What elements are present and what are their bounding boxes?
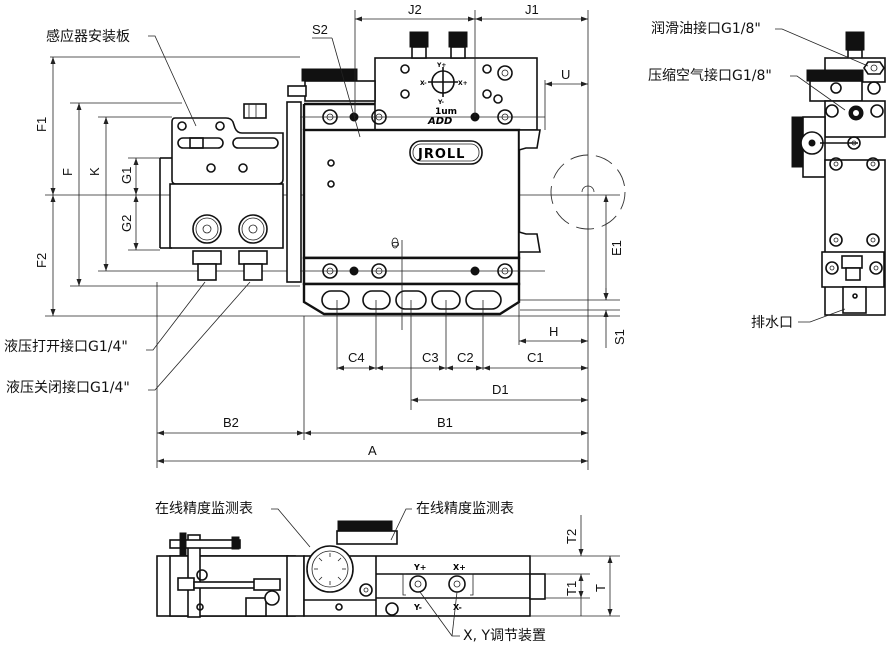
mark-y-plus: Y+: [436, 62, 446, 69]
callout-xy-adjust: X, Y调节装置: [463, 628, 546, 644]
lube-fitting-icon: [863, 61, 885, 75]
plate-slot: [232, 137, 279, 149]
mark-x-minus: X-: [420, 80, 427, 87]
label-a: A: [368, 443, 377, 458]
label-f1: F1: [34, 117, 49, 132]
fitting: [243, 103, 267, 119]
label-k: K: [87, 167, 102, 176]
leader-lube-port: [775, 28, 869, 67]
label-j1: J1: [525, 2, 539, 17]
label-f: F: [60, 168, 75, 176]
label-b1: B1: [437, 415, 453, 430]
label-f2: F2: [34, 253, 49, 268]
front-view: F1 F K G1 G2 F2: [4, 2, 627, 470]
label-h: H: [549, 324, 558, 339]
label-t2: T2: [564, 529, 579, 544]
callout-hyd-open: 液压打开接口G1/4": [4, 338, 128, 355]
mark-x-plus: X+: [458, 80, 468, 87]
leader-air-port: [790, 75, 846, 111]
plate-screw: [238, 163, 248, 173]
mark-adj: ADD: [427, 116, 452, 127]
drain-outlet: [842, 286, 867, 314]
callout-hyd-close: 液压关闭接口G1/4": [6, 379, 130, 396]
top-view: Y+ X+ Y- X- T2 T1 T 在线精度监测表 在线精度监测表 X, Y…: [155, 501, 620, 644]
label-d1: D1: [492, 382, 509, 397]
mark-unit: 1um: [435, 107, 457, 117]
leader-xy-adjust-x: [451, 591, 458, 637]
hyd-close-fitting: [238, 250, 268, 265]
side-view: 排水口 润滑油接口G1/8" 压缩空气接口G1/8": [648, 20, 886, 331]
leader-hyd-open: [146, 281, 206, 351]
leader-gauge-right: [390, 508, 412, 541]
hex-icon: [202, 224, 212, 234]
side-clamp: [518, 230, 541, 253]
mount-slot: [362, 290, 391, 310]
brand-badge: [409, 140, 483, 165]
label-e1: E1: [609, 240, 624, 256]
top-gauge-body: [337, 520, 393, 532]
leader-sensor-plate: [148, 35, 197, 127]
label-g2: G2: [119, 215, 134, 232]
hyd-open-fitting: [192, 250, 222, 265]
dial-ticks: [314, 553, 346, 585]
brand-logo: JROLL: [417, 147, 465, 162]
side-clamp: [518, 129, 541, 152]
plate-hole: [177, 121, 187, 131]
mount-slot: [321, 290, 350, 310]
hydraulic-block: [169, 183, 284, 249]
dial-gauge-icon: [306, 545, 354, 593]
label-c3: C3: [422, 350, 439, 365]
leader-hyd-close: [148, 281, 251, 391]
label-c4: C4: [348, 350, 365, 365]
label-g1: G1: [119, 167, 134, 184]
label-t: T: [593, 584, 608, 592]
callout-lube-port: 润滑油接口G1/8": [651, 20, 761, 37]
mark-top-y-minus: Y-: [413, 603, 422, 612]
callout-drain: 排水口: [751, 315, 793, 331]
gauge-knob: [448, 31, 468, 48]
leader-s2: [331, 37, 361, 138]
y-adjust-screw[interactable]: [409, 575, 427, 593]
mark-y-minus: Y-: [437, 99, 444, 106]
hex-icon: [248, 224, 258, 234]
mount-slot: [465, 290, 502, 310]
mark-top-x-plus: X+: [453, 563, 466, 572]
side-rail: [286, 101, 302, 283]
label-origin: 0: [391, 241, 402, 247]
top-block: [374, 57, 538, 131]
hyd-close-cap: [238, 214, 268, 244]
callout-air-port: 压缩空气接口G1/8": [648, 67, 772, 84]
label-c1: C1: [527, 350, 544, 365]
label-c2: C2: [457, 350, 474, 365]
label-j2: J2: [408, 2, 422, 17]
plate-screw: [206, 163, 216, 173]
callout-gauge-right: 在线精度监测表: [416, 501, 514, 517]
hyd-open-cap: [192, 214, 222, 244]
label-s2: S2: [312, 22, 328, 37]
label-u: U: [561, 67, 570, 82]
dial-gauge-body: [301, 68, 358, 82]
plate-hole: [215, 121, 225, 131]
gauge-knob: [409, 31, 429, 48]
leader-drain: [798, 308, 846, 323]
label-b2: B2: [223, 415, 239, 430]
mark-top-y-plus: Y+: [413, 563, 427, 572]
label-t1: T1: [564, 581, 579, 596]
callout-gauge-left: 在线精度监测表: [155, 501, 253, 517]
mark-top-x-minus: X-: [453, 603, 462, 612]
leader-gauge-left: [271, 508, 311, 548]
sensor-block: [189, 137, 204, 149]
label-s1: S1: [612, 329, 627, 345]
base-plate: [302, 282, 521, 316]
callout-sensor-plate: 感应器安装板: [46, 28, 130, 45]
sensor-mount-plate: [171, 117, 284, 185]
